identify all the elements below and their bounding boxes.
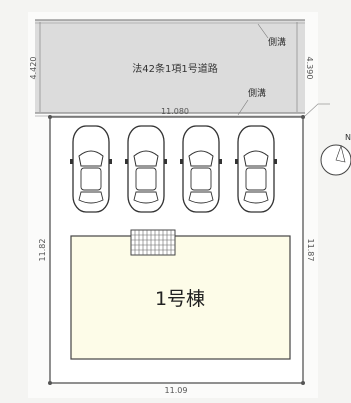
car-top-view-icon <box>180 125 222 213</box>
gutter-step-line <box>304 103 330 117</box>
car-mirror <box>180 159 183 164</box>
car-rear-window <box>78 191 104 204</box>
compass: N <box>320 133 351 176</box>
car-windshield <box>243 150 269 167</box>
car-mirror <box>164 159 167 164</box>
car-top-view-icon <box>125 125 167 213</box>
car-mirror <box>70 159 73 164</box>
lot-depth-left: 11.82 <box>38 239 47 262</box>
car-top-view-icon <box>235 125 277 213</box>
lot-rear-width: 11.09 <box>165 386 188 395</box>
building-footprint <box>70 235 291 360</box>
car-mirror <box>109 159 112 164</box>
car-windshield <box>188 150 214 167</box>
entrance-porch <box>130 229 176 256</box>
porch-grille-icon <box>131 230 175 255</box>
road-width-left: 4.420 <box>29 57 38 80</box>
building-label: 1号棟 <box>155 288 205 310</box>
north-arrow-outline <box>335 144 346 163</box>
lot-corner-marker <box>301 115 305 119</box>
compass-label: N <box>345 133 351 142</box>
car-mirror <box>125 159 128 164</box>
car-roof <box>190 167 212 191</box>
car-top-view-icon <box>70 125 112 213</box>
gutter-bottom-label: 側溝 <box>248 87 266 99</box>
lot-corner-marker <box>301 381 305 385</box>
gutter-bottom-leader <box>237 99 249 116</box>
road: 法42条1項1号道路 4.420 4.390 側溝 側溝 11.080 <box>29 19 330 117</box>
building: 1号棟 <box>70 229 291 360</box>
car-roof <box>135 167 157 191</box>
car-roof <box>245 167 267 191</box>
car-mirror <box>274 159 277 164</box>
gutter-top-label: 側溝 <box>268 36 286 48</box>
car-rear-window <box>133 191 159 204</box>
car-rear-window <box>243 191 269 204</box>
car-rear-window <box>188 191 214 204</box>
parking-area <box>70 125 277 213</box>
car-mirror <box>219 159 222 164</box>
road-label: 法42条1項1号道路 <box>132 62 217 75</box>
lot-corner-marker <box>48 381 52 385</box>
lot-depth-right: 11.87 <box>306 239 315 262</box>
frontage-dimension: 11.080 <box>161 107 189 116</box>
car-roof <box>80 167 102 191</box>
car-windshield <box>133 150 159 167</box>
road-width-right: 4.390 <box>305 57 314 80</box>
road-surface <box>35 20 305 113</box>
car-windshield <box>78 150 104 167</box>
car-mirror <box>235 159 238 164</box>
lot-corner-marker <box>48 115 52 119</box>
gutter-top-leader <box>257 23 269 39</box>
